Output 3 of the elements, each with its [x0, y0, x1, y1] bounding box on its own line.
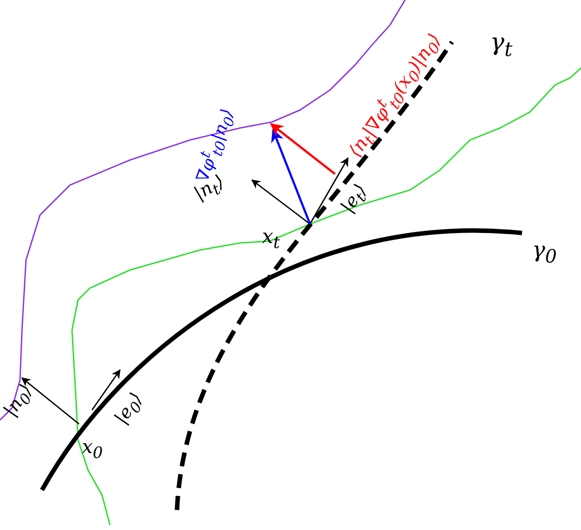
math-label: x$_{0}$	[82, 438, 103, 461]
math-label: γ$_{0}$	[532, 240, 557, 267]
math-label: γ$_{t}$	[490, 30, 512, 59]
